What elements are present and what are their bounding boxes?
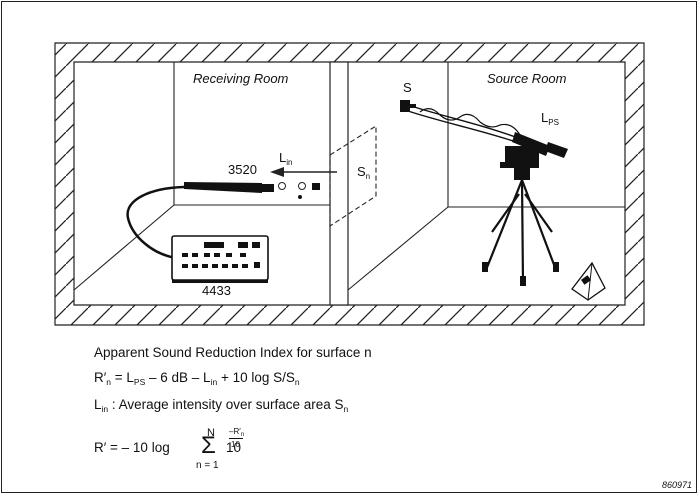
- tripod-head: [500, 146, 539, 180]
- receiving-room-outline: [73, 62, 330, 291]
- formula-heading: Apparent Sound Reduction Index for surfa…: [94, 345, 372, 360]
- measurement-surface: [329, 125, 377, 228]
- surface-label: Sn: [357, 164, 371, 181]
- intensity-probe: [184, 182, 320, 199]
- sum-lower: n = 1: [196, 460, 219, 471]
- source-s-label: S: [403, 80, 412, 95]
- figure-id: 860971: [661, 480, 692, 490]
- analyzer-label: 4433: [202, 283, 231, 298]
- probe-label: 3520: [228, 162, 257, 177]
- lps-label: LPS: [541, 110, 559, 127]
- power-base: 10: [226, 440, 242, 455]
- source-room-outline: [347, 62, 625, 291]
- analyzer-4433: [171, 235, 269, 283]
- sigma-symbol: Σ: [201, 432, 216, 459]
- exponent-fraction-bar: [229, 438, 243, 439]
- partition-wall: [329, 61, 349, 306]
- formula-r-lhs: R′ = – 10 log: [94, 440, 170, 455]
- exponent-numerator: –R′n: [229, 427, 245, 438]
- tripod: [484, 179, 558, 285]
- sum-upper: N: [207, 427, 215, 439]
- exponent-denominator: 10: [231, 440, 240, 449]
- source-room-label: Source Room: [487, 71, 567, 86]
- intensity-arrow: [270, 167, 337, 177]
- intensity-label: Lin: [279, 150, 293, 167]
- tripod-feet: [482, 262, 559, 286]
- loudspeaker: [571, 261, 606, 301]
- formula-l-in: Lin : Average intensity over surface are…: [94, 397, 349, 414]
- probe-cable: [126, 185, 185, 260]
- receiving-room-label: Receiving Room: [193, 71, 289, 86]
- building-walls: [54, 42, 645, 326]
- formula-r-n: R′n = LPS – 6 dB – Lin + 10 log S/Sn: [94, 370, 300, 387]
- sound-source-boom: [400, 100, 568, 158]
